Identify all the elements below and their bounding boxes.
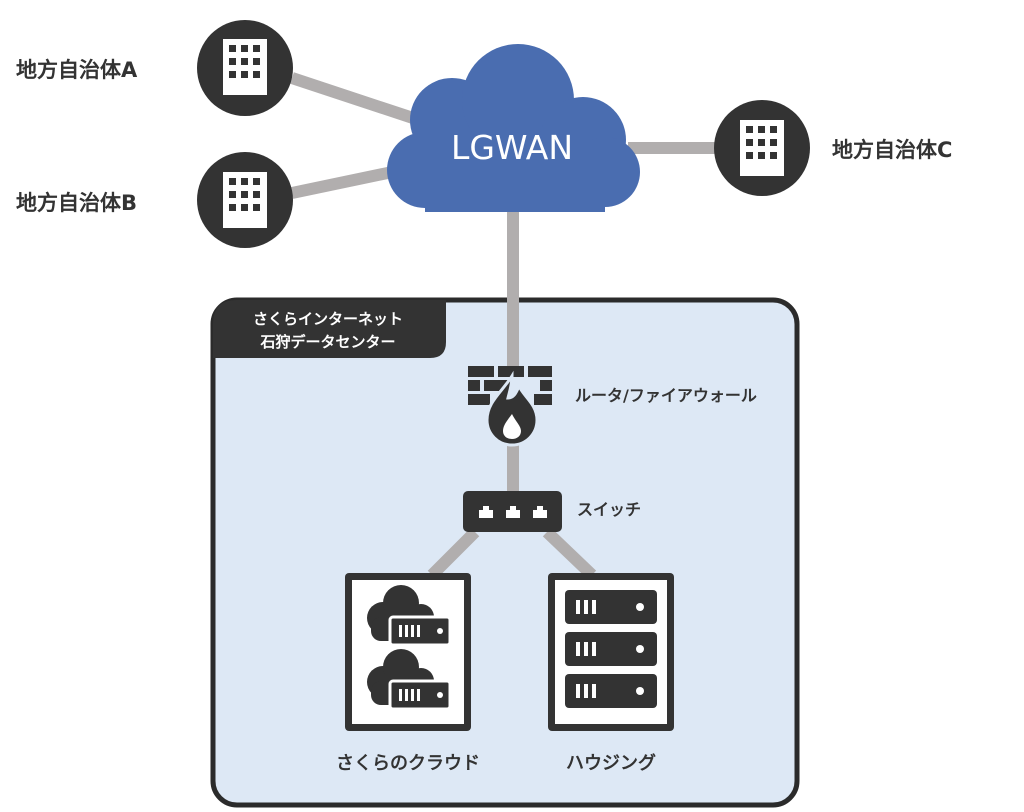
building-icon [223, 39, 267, 95]
building-icon [740, 120, 784, 176]
housing-label: ハウジング [566, 752, 656, 774]
lgwan-label: LGWAN [451, 128, 573, 167]
switch-label: スイッチ [577, 500, 641, 519]
link-switch-cloud [427, 527, 480, 580]
link-a-lgwan [290, 72, 427, 128]
municipality-c-label: 地方自治体C [832, 138, 952, 162]
municipality-b-node [197, 152, 293, 248]
server-unit-icon [565, 632, 657, 666]
firewall-icon [468, 366, 552, 447]
cloud-server-icon [367, 585, 452, 647]
link-b-lgwan [290, 164, 404, 199]
lgwan-cloud [387, 44, 640, 212]
link-switch-housing [542, 527, 597, 580]
housing-rack-box [548, 573, 674, 731]
cloud-server-icon [367, 649, 452, 711]
server-unit-icon [565, 590, 657, 624]
datacenter-label-tab [213, 300, 446, 358]
building-icon [223, 172, 267, 228]
connection-lines [290, 72, 716, 580]
cloud-label: さくらのクラウド [336, 753, 480, 774]
municipality-c-node [714, 100, 810, 196]
switch-icon [463, 491, 562, 532]
municipality-a-node [197, 20, 293, 116]
datacenter-name-line2: 石狩データセンター [259, 333, 395, 351]
datacenter-name-line1: さくらインターネット [253, 310, 403, 328]
cloud-server-box [345, 573, 471, 731]
server-unit-icon [565, 674, 657, 708]
firewall-label: ルータ/ファイアウォール [575, 386, 757, 405]
municipality-a-label: 地方自治体A [16, 58, 138, 82]
municipality-b-label: 地方自治体B [16, 191, 137, 215]
